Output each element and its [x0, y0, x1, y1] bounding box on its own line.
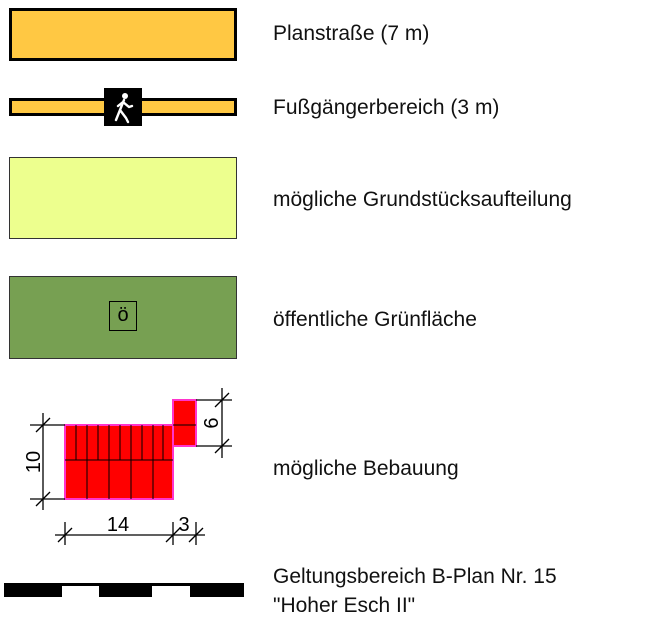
dim-annex-width-label: 3: [178, 514, 189, 536]
legend-label: Fußgängerbereich (3 m): [273, 96, 500, 119]
legend-label: Planstraße (7 m): [273, 22, 430, 45]
boundary-dash: [99, 583, 152, 597]
dim-annex-height-label: 6: [201, 417, 223, 428]
pedestrian-icon: [104, 88, 142, 126]
dim-height-label: 10: [23, 451, 45, 473]
legend-label-line2: "Hoher Esch II": [273, 594, 416, 617]
green-space-marker: ö: [109, 301, 137, 331]
road-swatch: [9, 8, 237, 61]
legend-label-line1: Geltungsbereich B-Plan Nr. 15: [273, 565, 557, 588]
legend-label: mögliche Grundstücksaufteilung: [273, 188, 572, 211]
marker-text: ö: [117, 304, 129, 326]
plot-swatch: [9, 157, 237, 239]
legend-label: mögliche Bebauung: [273, 457, 459, 480]
boundary-dash: [4, 583, 62, 597]
legend-label: öffentliche Grünfläche: [273, 308, 477, 331]
dim-width-label: 14: [107, 514, 129, 536]
boundary-dash: [190, 583, 244, 597]
green-space-swatch: [9, 276, 237, 359]
